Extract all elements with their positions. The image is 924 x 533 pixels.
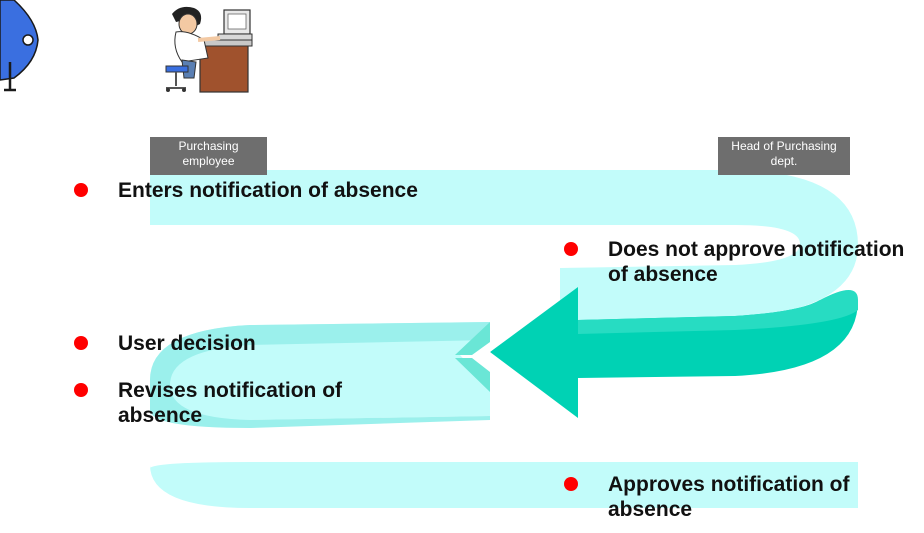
top-band-right-curve — [150, 170, 858, 322]
bullet — [74, 336, 88, 350]
bottom-band-left-curve — [150, 322, 858, 508]
person-at-desk-icon — [165, 6, 253, 93]
step-user-decision: User decision — [74, 331, 418, 356]
role-label-purchasing-employee: Purchasing employee — [150, 137, 267, 175]
return-arrow-shade — [578, 290, 858, 334]
step-does-not-approve: Does not approve notification of absence — [564, 237, 913, 287]
bullet — [74, 383, 88, 397]
role-label-head-of-purchasing: Head of Purchasing dept. — [718, 137, 850, 175]
lower-small-arrow — [455, 358, 490, 392]
left-curl-shade — [150, 322, 490, 428]
split-arrow-head — [460, 322, 505, 388]
step-approves-notification: Approves notification of absence — [564, 472, 918, 522]
bullet — [74, 183, 88, 197]
bullet — [564, 242, 578, 256]
step-revises-notification: Revises notification of absence — [74, 378, 428, 428]
step-enters-notification: Enters notification of absence — [74, 178, 418, 203]
upper-small-arrow — [455, 322, 490, 355]
bullet — [564, 477, 578, 491]
partial-person-icon — [0, 0, 39, 92]
